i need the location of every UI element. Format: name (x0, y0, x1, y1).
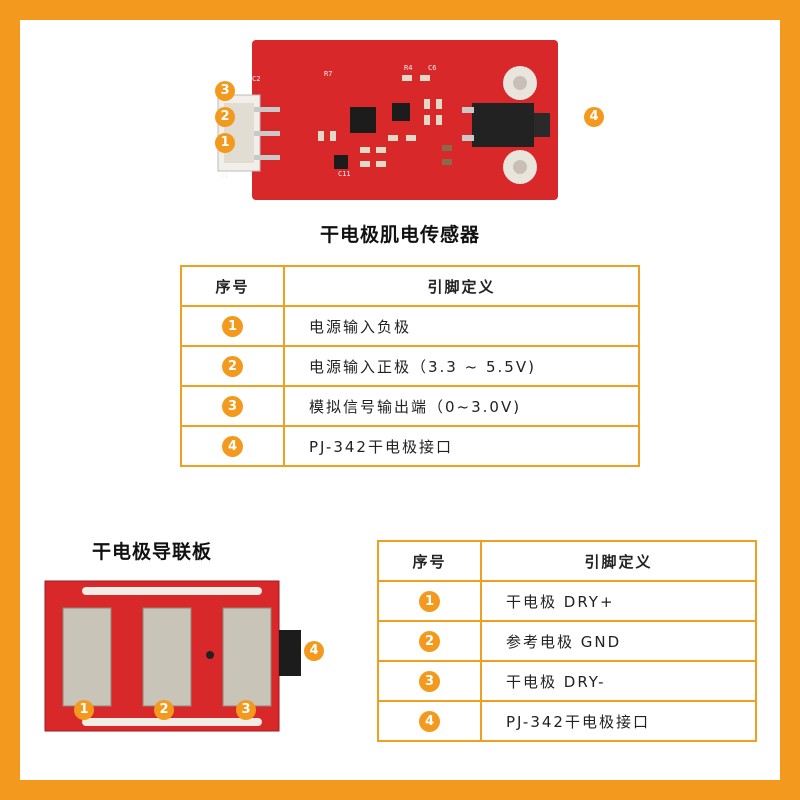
pin-desc: 电源输入负极 (283, 305, 640, 347)
pcb-label-c2: C2 (252, 75, 261, 83)
callout-4: 4 (584, 107, 604, 127)
header-def: 引脚定义 (283, 265, 640, 307)
infographic-canvas: C2 R7 R4 C6 C11 J1 3 2 1 4 干电极肌电传感器 序号 引… (20, 20, 780, 780)
pin-number: 1 (222, 315, 243, 337)
table-row: 4 PJ-342干电极接口 (377, 700, 757, 742)
pin-number: 2 (419, 630, 440, 652)
pin-number: 4 (419, 710, 440, 732)
table-header-row: 序号 引脚定义 (377, 540, 757, 582)
table-row: 4 PJ-342干电极接口 (180, 425, 640, 467)
callout-2: 2 (215, 107, 235, 127)
pin-desc: 电源输入正极（3.3 ~ 5.5V) (283, 345, 640, 387)
table-row: 1 电源输入负极 (180, 305, 640, 347)
table-row: 3 模拟信号输出端（0~3.0V) (180, 385, 640, 427)
pcb-label-c6: C6 (428, 64, 437, 72)
mounting-hole-icon (503, 66, 537, 184)
table-row: 2 电源输入正极（3.3 ~ 5.5V) (180, 345, 640, 387)
pin-desc: 模拟信号输出端（0~3.0V) (283, 385, 640, 427)
header-def: 引脚定义 (480, 540, 757, 582)
table-row: 1 干电极 DRY+ (377, 580, 757, 622)
pin-number: 4 (222, 435, 243, 457)
pin-number: 2 (222, 355, 243, 377)
pin-number: 3 (419, 670, 440, 692)
callout-1: 1 (215, 133, 235, 153)
table-row: 2 参考电极 GND (377, 620, 757, 662)
pin-desc: PJ-342干电极接口 (480, 700, 757, 742)
header-num: 序号 (377, 540, 482, 582)
callout-3: 3 (236, 700, 256, 720)
board-title: 干电极导联板 (92, 541, 213, 563)
pin-desc: 干电极 DRY+ (480, 580, 757, 622)
callout-3: 3 (215, 81, 235, 101)
table-row: 3 干电极 DRY- (377, 660, 757, 702)
pin-desc: PJ-342干电极接口 (283, 425, 640, 467)
pin-number: 3 (222, 395, 243, 417)
pin-desc: 干电极 DRY- (480, 660, 757, 702)
callout-2: 2 (154, 700, 174, 720)
sensor-pin-table: 序号 引脚定义 1 电源输入负极 2 电源输入正极（3.3 ~ 5.5V) 3 … (180, 265, 640, 467)
pcb-label-j1: J1 (220, 172, 229, 180)
pin-desc: 参考电极 GND (480, 620, 757, 662)
pcb-label-r4: R4 (404, 64, 413, 72)
header-num: 序号 (180, 265, 285, 307)
electrode-pad-icon (62, 607, 272, 707)
board-pin-table: 序号 引脚定义 1 干电极 DRY+ 2 参考电极 GND 3 干电极 DRY-… (377, 540, 757, 742)
pcb-label-r7: R7 (324, 70, 333, 78)
callout-1: 1 (74, 700, 94, 720)
sensor-pcb-image (217, 40, 558, 200)
table-header-row: 序号 引脚定义 (180, 265, 640, 307)
audio-jack-icon (462, 103, 550, 147)
pcb-label-c11: C11 (338, 170, 351, 178)
pin-number: 1 (419, 590, 440, 612)
sensor-title: 干电极肌电传感器 (319, 224, 480, 246)
callout-4: 4 (304, 641, 324, 661)
